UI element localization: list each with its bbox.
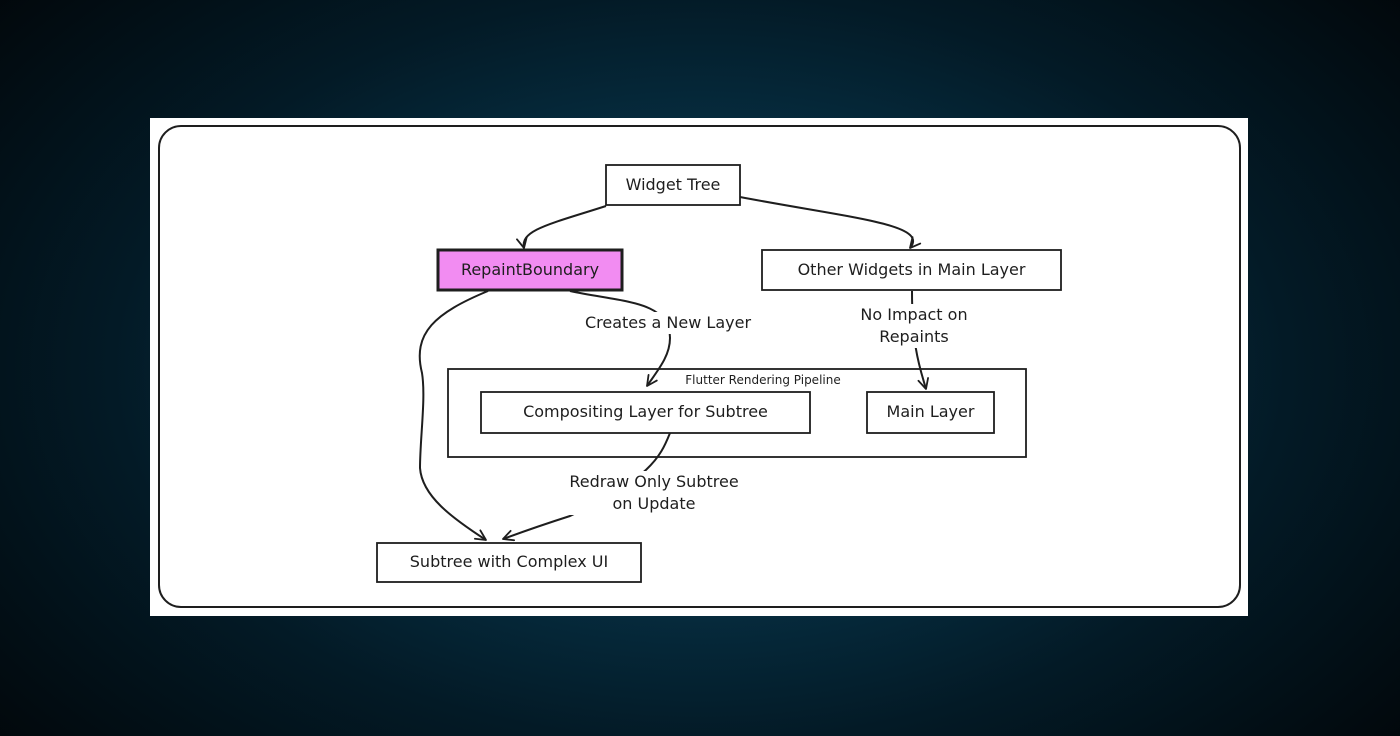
compositing-layer-box: [480, 391, 811, 434]
other-widgets-label: Other Widgets in Main Layer: [797, 260, 1026, 279]
edge-label-redraw-line1: Redraw Only Subtree: [552, 471, 756, 493]
repaint-boundary-box[interactable]: [436, 248, 624, 292]
edge-widget-tree-to-other-widgets: [739, 196, 922, 249]
compositing-layer-label: Compositing Layer for Subtree: [523, 402, 768, 421]
widget-tree-box: [605, 164, 741, 206]
pipeline-group-label: Flutter Rendering Pipeline: [685, 373, 841, 387]
diagram-svg: [158, 125, 1241, 608]
subtree-box: [376, 542, 642, 583]
edge-label-redraw-line2: on Update: [552, 493, 756, 515]
pipeline-group-box: [447, 368, 1027, 458]
edge-repaint-boundary-to-subtree: [418, 290, 489, 541]
edge-label-no-impact-line2: Repaints: [844, 326, 984, 348]
subtree-label: Subtree with Complex UI: [409, 552, 609, 571]
edge-widget-tree-to-repaint-boundary: [516, 205, 607, 249]
edge-label-no-impact-line1: No Impact on: [844, 304, 984, 326]
edge-repaint-boundary-to-compositing: [569, 290, 672, 387]
widget-tree-label: Widget Tree: [625, 175, 721, 194]
outer-frame: [158, 125, 1241, 608]
main-layer-label: Main Layer: [886, 402, 975, 421]
diagram-canvas: Widget Tree RepaintBoundary Other Widget…: [150, 118, 1248, 616]
other-widgets-box: [761, 249, 1062, 291]
repaint-boundary-label: RepaintBoundary: [460, 260, 600, 279]
main-layer-box: [866, 391, 995, 434]
edge-label-creates-layer: Creates a New Layer: [572, 312, 764, 334]
